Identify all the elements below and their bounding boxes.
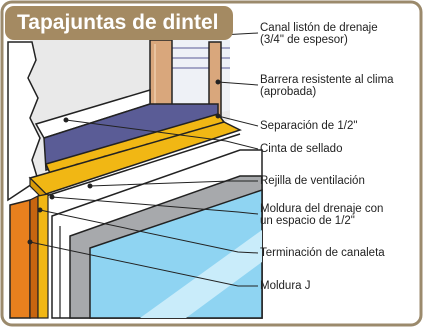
leader-dot-6 <box>49 194 55 200</box>
glass-reflection <box>140 230 262 318</box>
leader-line-3 <box>217 115 259 127</box>
channel-finish <box>37 193 49 319</box>
label-vent-grille: Rejilla de ventilación <box>260 175 365 187</box>
label-sealing-tape: Cinta de sellado <box>260 143 343 155</box>
label-drainage-strip: Canal listón de drenaje (3/4" de espesor… <box>260 22 378 46</box>
j-moulding <box>9 199 31 319</box>
label-drip-moulding: Moldura del drenaje con un espacio de 1/… <box>260 203 384 227</box>
leader-line-4 <box>65 119 259 150</box>
leader-line-7 <box>39 209 259 254</box>
leader-dot-8 <box>27 239 33 245</box>
leader-line-2 <box>217 81 259 86</box>
label-channel-finish: Terminación de canaleta <box>260 247 385 259</box>
label-gap: Separación de 1/2" <box>260 120 358 132</box>
diagram-title: Tapajuntas de dintel <box>5 6 233 40</box>
leader-line-5 <box>89 180 258 187</box>
leader-line-6 <box>51 196 259 215</box>
leader-line-8 <box>29 241 258 287</box>
torn-edge <box>7 41 41 202</box>
leader-dot-5 <box>87 183 93 189</box>
label-j-moulding: Moldura J <box>260 280 311 292</box>
leader-dot-4 <box>63 117 69 123</box>
label-weather-barrier: Barrera resistente al clima (aprobada) <box>260 74 394 98</box>
leader-dot-2 <box>215 79 221 85</box>
leader-dot-7 <box>37 207 43 213</box>
drip-cap-line <box>45 133 241 197</box>
j-moulding-side <box>29 195 39 319</box>
leader-dot-3 <box>215 113 221 119</box>
